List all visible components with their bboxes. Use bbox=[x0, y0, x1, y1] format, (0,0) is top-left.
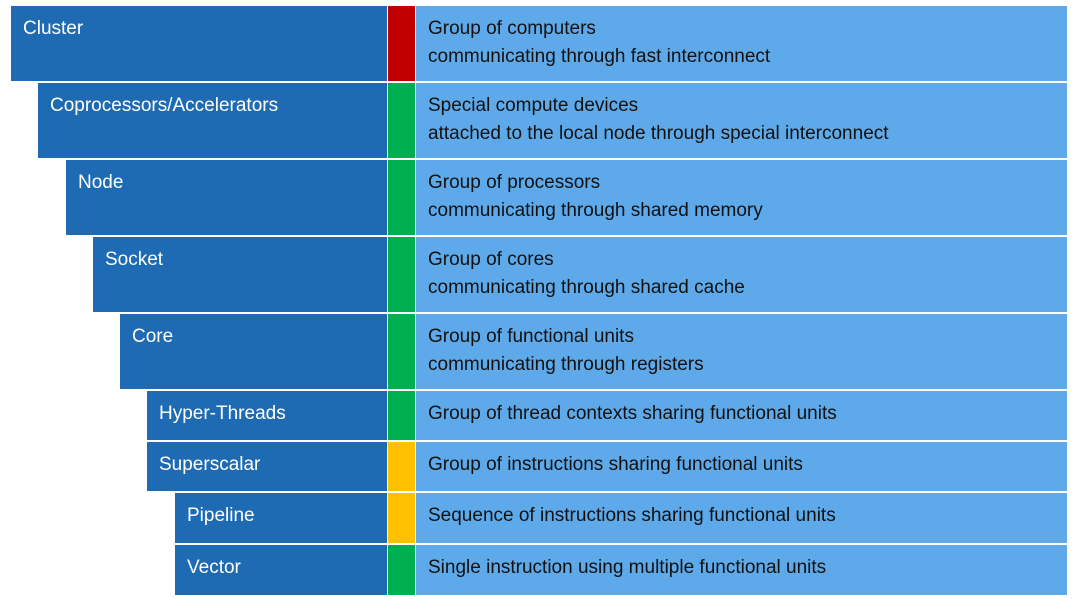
level-description-node: Group of processors communicating through… bbox=[415, 159, 1068, 236]
description-line: communicating through fast interconnect bbox=[428, 46, 771, 67]
level-indicator-cluster bbox=[388, 5, 415, 82]
description-line: Single instruction using multiple functi… bbox=[428, 557, 827, 578]
level-indicator-superscalar bbox=[388, 441, 415, 492]
description-line: Group of cores bbox=[428, 249, 554, 270]
level-description-core: Group of functional units communicating t… bbox=[415, 313, 1068, 390]
level-indicator-coprocessors-accelerators bbox=[388, 82, 415, 159]
level-indicator-hyper-threads bbox=[388, 390, 415, 441]
level-description-vector: Single instruction using multiple functi… bbox=[415, 544, 1068, 596]
level-description-coprocessors-accelerators: Special compute devices attached to the l… bbox=[415, 82, 1068, 159]
level-row-coprocessors-accelerators: Coprocessors/Accelerators Special compute… bbox=[0, 82, 1075, 159]
level-indicator-pipeline bbox=[388, 492, 415, 544]
description-line: Special compute devices bbox=[428, 95, 639, 116]
level-row-cluster: Cluster Group of computers communicating t… bbox=[0, 5, 1075, 82]
level-row-core: Core Group of functional units communicati… bbox=[0, 313, 1075, 390]
level-label-socket: Socket bbox=[92, 236, 388, 313]
level-label-superscalar: Superscalar bbox=[146, 441, 388, 492]
level-description-hyper-threads: Group of thread contexts sharing functio… bbox=[415, 390, 1068, 441]
level-indicator-vector bbox=[388, 544, 415, 596]
level-indicator-socket bbox=[388, 236, 415, 313]
level-row-node: Node Group of processors communicating thr… bbox=[0, 159, 1075, 236]
level-indicator-core bbox=[388, 313, 415, 390]
level-description-pipeline: Sequence of instructions sharing functio… bbox=[415, 492, 1068, 544]
level-description-cluster: Group of computers communicating through … bbox=[415, 5, 1068, 82]
description-line: communicating through registers bbox=[428, 354, 704, 375]
description-line: Group of thread contexts sharing functio… bbox=[428, 403, 837, 424]
description-line: communicating through shared memory bbox=[428, 200, 763, 221]
level-description-socket: Group of cores communicating through shar… bbox=[415, 236, 1068, 313]
level-row-socket: Socket Group of cores communicating throug… bbox=[0, 236, 1075, 313]
level-label-core: Core bbox=[119, 313, 388, 390]
level-row-pipeline: Pipeline Sequence of instructions sharing… bbox=[0, 492, 1075, 544]
description-line: Group of processors bbox=[428, 172, 601, 193]
level-label-pipeline: Pipeline bbox=[174, 492, 388, 544]
description-line: Group of computers bbox=[428, 18, 596, 39]
level-row-hyper-threads: Hyper-Threads Group of thread contexts sh… bbox=[0, 390, 1075, 441]
description-line: Group of functional units bbox=[428, 326, 634, 347]
description-line: Group of instructions sharing functional… bbox=[428, 454, 803, 475]
level-description-superscalar: Group of instructions sharing functional… bbox=[415, 441, 1068, 492]
level-label-cluster: Cluster bbox=[10, 5, 388, 82]
description-line: communicating through shared cache bbox=[428, 277, 745, 298]
level-row-vector: Vector Single instruction using multiple … bbox=[0, 544, 1075, 596]
level-indicator-node bbox=[388, 159, 415, 236]
level-label-vector: Vector bbox=[174, 544, 388, 596]
description-line: Sequence of instructions sharing functio… bbox=[428, 505, 836, 526]
level-label-hyper-threads: Hyper-Threads bbox=[146, 390, 388, 441]
level-row-superscalar: Superscalar Group of instructions sharing… bbox=[0, 441, 1075, 492]
level-label-node: Node bbox=[65, 159, 388, 236]
level-label-coprocessors-accelerators: Coprocessors/Accelerators bbox=[37, 82, 388, 159]
description-line: attached to the local node through speci… bbox=[428, 123, 889, 144]
